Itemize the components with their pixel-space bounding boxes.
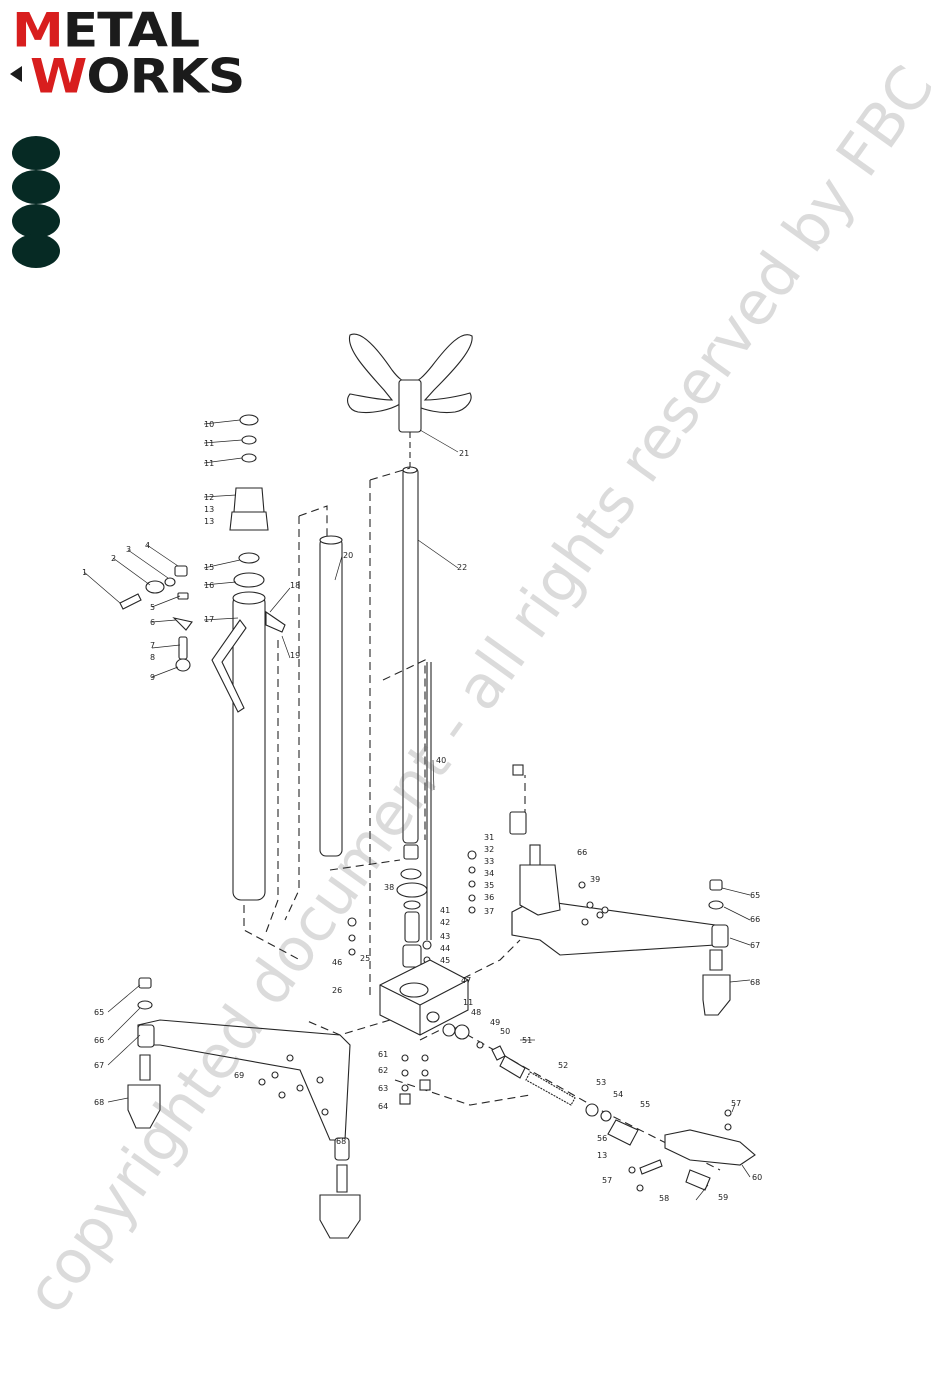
part-label: 5	[150, 603, 155, 612]
part-label: 68	[336, 1137, 346, 1146]
part-label: 41	[440, 906, 450, 915]
part-label: 44	[440, 944, 450, 953]
part-label: 36	[484, 893, 494, 902]
part-label: 48	[471, 1008, 481, 1017]
part-label: 11	[204, 459, 214, 468]
part-label: 8	[150, 653, 155, 662]
part-label: 18	[290, 581, 300, 590]
part-label: 34	[484, 869, 494, 878]
part-label: 45	[440, 956, 450, 965]
part-label: 4	[145, 541, 150, 550]
part-label: 55	[640, 1100, 650, 1109]
part-label: 57	[731, 1099, 741, 1108]
part-label: 47	[461, 976, 471, 985]
part-label: 66	[94, 1036, 104, 1045]
part-label: 13	[204, 517, 214, 526]
part-label: 25	[360, 954, 370, 963]
part-label: 54	[613, 1090, 623, 1099]
part-label: 67	[94, 1061, 104, 1070]
part-label: 60	[752, 1173, 762, 1182]
part-label: 17	[204, 615, 214, 624]
part-label: 43	[440, 932, 450, 941]
part-label: 63	[378, 1084, 388, 1093]
part-label: 13	[204, 505, 214, 514]
part-label: 68	[94, 1098, 104, 1107]
handle-small-parts	[120, 566, 192, 671]
part-label: 57	[602, 1176, 612, 1185]
part-label: 49	[490, 1018, 500, 1027]
part-label: 10	[204, 420, 214, 429]
part-label: 66	[750, 915, 760, 924]
part-label: 42	[440, 918, 450, 927]
part-label: 68	[750, 978, 760, 987]
part-label: 26	[332, 986, 342, 995]
part-label: 37	[484, 907, 494, 916]
part-label: 11	[204, 439, 214, 448]
part-label: 53	[596, 1078, 606, 1087]
part-label: 52	[558, 1061, 568, 1070]
part-label: 16	[204, 581, 214, 590]
part-label: 66	[577, 848, 587, 857]
part-label: 13	[597, 1151, 607, 1160]
part-label: 67	[750, 941, 760, 950]
part-label: 21	[459, 449, 469, 458]
part-label: 33	[484, 857, 494, 866]
part-label: 31	[484, 833, 494, 842]
part-label: 64	[378, 1102, 388, 1111]
part-label: 35	[484, 881, 494, 890]
part-label: 46	[332, 958, 342, 967]
part-label: 9	[150, 673, 155, 682]
part-label: 61	[378, 1050, 388, 1059]
part-label: 11	[463, 998, 473, 1007]
foot-pedal-part	[629, 1110, 755, 1191]
saddle-part	[348, 334, 473, 468]
part-label: 7	[150, 641, 155, 650]
part-label: 56	[597, 1134, 607, 1143]
part-label: 62	[378, 1066, 388, 1075]
part-label: 38	[384, 883, 394, 892]
part-label: 58	[659, 1194, 669, 1203]
part-label: 3	[126, 545, 131, 554]
part-label: 65	[750, 891, 760, 900]
part-label: 22	[457, 563, 467, 572]
part-label: 12	[204, 493, 214, 502]
tube-part	[320, 536, 342, 856]
right-leg-part	[510, 765, 730, 1015]
part-label: 2	[111, 554, 116, 563]
part-label: 20	[343, 551, 353, 560]
part-label: 32	[484, 845, 494, 854]
part-label: 51	[522, 1036, 532, 1045]
part-label: 59	[718, 1193, 728, 1202]
part-label: 1	[82, 568, 87, 577]
part-label: 6	[150, 618, 155, 627]
part-label: 50	[500, 1027, 510, 1036]
part-label: 39	[590, 875, 600, 884]
part-label: 19	[290, 651, 300, 660]
part-label: 15	[204, 563, 214, 572]
pump-piston-parts	[443, 1024, 638, 1145]
part-label: 65	[94, 1008, 104, 1017]
outer-tube-part	[212, 592, 285, 900]
